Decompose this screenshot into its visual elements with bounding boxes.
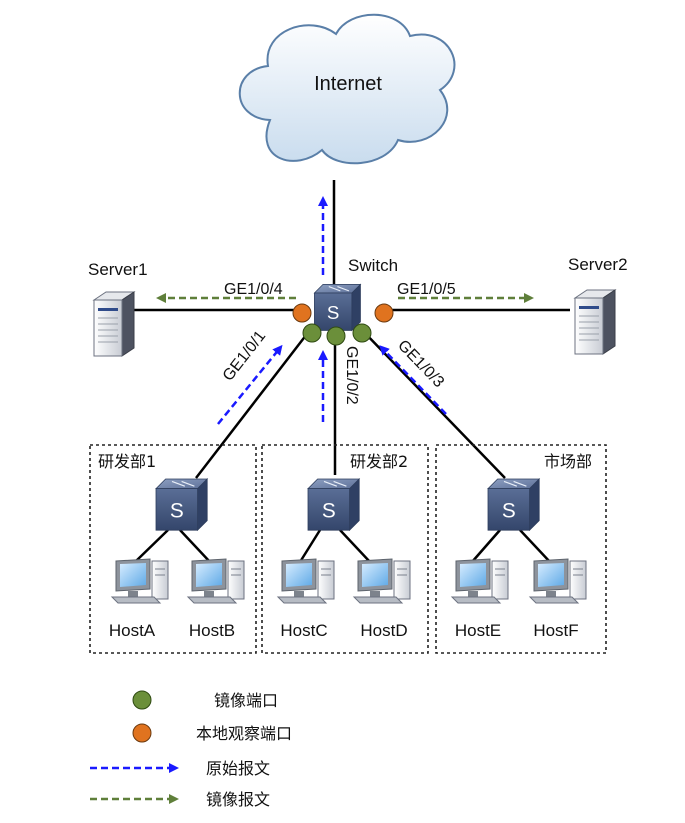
internet-label: Internet bbox=[314, 73, 382, 95]
internet-cloud: Internet bbox=[238, 13, 456, 165]
port-ge104-observe bbox=[292, 303, 312, 323]
legend-original-packet-label: 原始报文 bbox=[206, 759, 270, 778]
arrow-original-ge101 bbox=[217, 344, 283, 425]
server2-label: Server2 bbox=[568, 255, 628, 274]
hostc-icon bbox=[277, 558, 335, 604]
server1-icon bbox=[93, 291, 135, 357]
port-label-ge104: GE1/0/4 bbox=[224, 281, 283, 298]
dept-box-1 bbox=[89, 444, 257, 654]
legend-mirror-port-label: 镜像端口 bbox=[214, 691, 278, 710]
legend-observe-port-swatch bbox=[132, 723, 152, 743]
hostc-label: HostC bbox=[280, 621, 327, 640]
legend: 镜像端口 本地观察端口 原始报文 镜像报文 bbox=[90, 690, 292, 809]
hoste-label: HostE bbox=[455, 621, 501, 640]
hostb-label: HostB bbox=[189, 621, 235, 640]
dept3-label: 市场部 bbox=[544, 452, 592, 471]
core-switch bbox=[313, 283, 362, 332]
link-dept1 bbox=[195, 329, 311, 479]
arrow-original-ge103 bbox=[379, 345, 447, 415]
department-boxes bbox=[89, 444, 607, 654]
hoste-icon bbox=[451, 558, 509, 604]
dept1-switch bbox=[155, 478, 208, 531]
port-label-ge101: GE1/0/1 bbox=[220, 328, 270, 385]
dept2-label: 研发部2 bbox=[350, 452, 408, 471]
hostd-icon bbox=[353, 558, 411, 604]
hostf-label: HostF bbox=[533, 621, 578, 640]
hostd-label: HostD bbox=[360, 621, 407, 640]
hosta-icon bbox=[111, 558, 169, 604]
port-label-ge102: GE1/0/2 bbox=[343, 346, 360, 405]
port-label-ge103: GE1/0/3 bbox=[394, 337, 447, 391]
dept-box-3 bbox=[435, 444, 607, 654]
server2-icon bbox=[574, 289, 616, 355]
port-ge105-observe bbox=[374, 303, 394, 323]
dept3-switch bbox=[487, 478, 540, 531]
dept-box-2 bbox=[261, 444, 429, 654]
legend-mirror-port-swatch bbox=[132, 690, 152, 710]
dept1-label: 研发部1 bbox=[98, 452, 156, 471]
dept2-switch bbox=[307, 478, 360, 531]
core-switch-label: Switch bbox=[348, 256, 398, 275]
hosta-label: HostA bbox=[109, 621, 156, 640]
port-label-ge105: GE1/0/5 bbox=[397, 281, 456, 298]
legend-observe-port-label: 本地观察端口 bbox=[196, 724, 292, 743]
legend-mirror-packet-label: 镜像报文 bbox=[206, 790, 270, 809]
port-ge102-mirror bbox=[326, 326, 346, 346]
server1-label: Server1 bbox=[88, 260, 148, 279]
port-ge101-mirror bbox=[302, 323, 322, 343]
hostf-icon bbox=[529, 558, 587, 604]
traffic-arrows bbox=[156, 196, 534, 425]
port-ge103-mirror bbox=[352, 323, 372, 343]
hostb-icon bbox=[187, 558, 245, 604]
